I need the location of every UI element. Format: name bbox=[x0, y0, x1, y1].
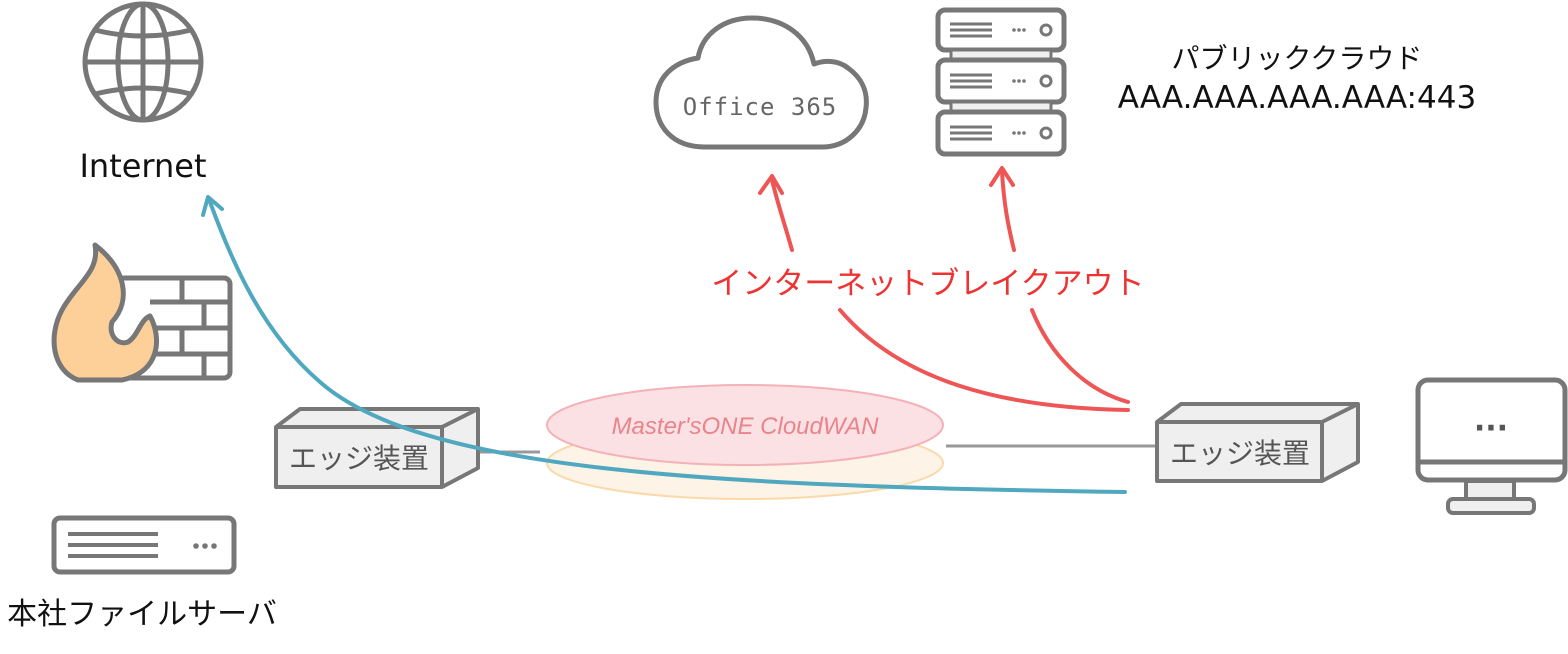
server-unit-top bbox=[935, 7, 1067, 53]
office365-label: Office 365 bbox=[683, 93, 838, 121]
file-server-icon bbox=[51, 515, 237, 575]
server-unit-middle bbox=[935, 57, 1067, 105]
monitor-icon: ··· bbox=[1415, 377, 1568, 515]
public-cloud-address: AAA.AAA.AAA.AAA:443 bbox=[1118, 80, 1476, 116]
office365-cloud-icon: Office 365 bbox=[653, 15, 869, 150]
public-cloud-server-icon bbox=[935, 7, 1067, 157]
breakout-arrow-office365 bbox=[758, 174, 1130, 412]
edge-device-right-label: エッジ装置 bbox=[1170, 437, 1310, 470]
globe-icon bbox=[82, 1, 204, 123]
server-unit-bottom bbox=[935, 109, 1067, 157]
internet-label: Internet bbox=[79, 147, 206, 185]
edge-device-left-label: エッジ装置 bbox=[289, 442, 429, 475]
edge-device-left: エッジ装置 bbox=[274, 407, 480, 489]
wan-ring-upper bbox=[546, 384, 944, 466]
wan-label: Master'sONE CloudWAN bbox=[612, 413, 880, 440]
internet-arrow bbox=[201, 195, 1127, 494]
edge-device-right: エッジ装置 bbox=[1155, 402, 1360, 483]
cloudwan-ring: Master'sONE CloudWAN bbox=[546, 384, 944, 500]
flame-icon bbox=[51, 242, 159, 383]
public-cloud-label: パブリッククラウド bbox=[1172, 42, 1423, 75]
monitor-dots: ··· bbox=[1474, 411, 1508, 446]
hq-file-server-label: 本社ファイルサーバ bbox=[7, 597, 277, 632]
firewall-icon bbox=[51, 242, 233, 383]
breakout-arrow-public-cloud bbox=[989, 166, 1130, 404]
internet-breakout-label: インターネットブレイクアウト bbox=[711, 266, 1144, 302]
